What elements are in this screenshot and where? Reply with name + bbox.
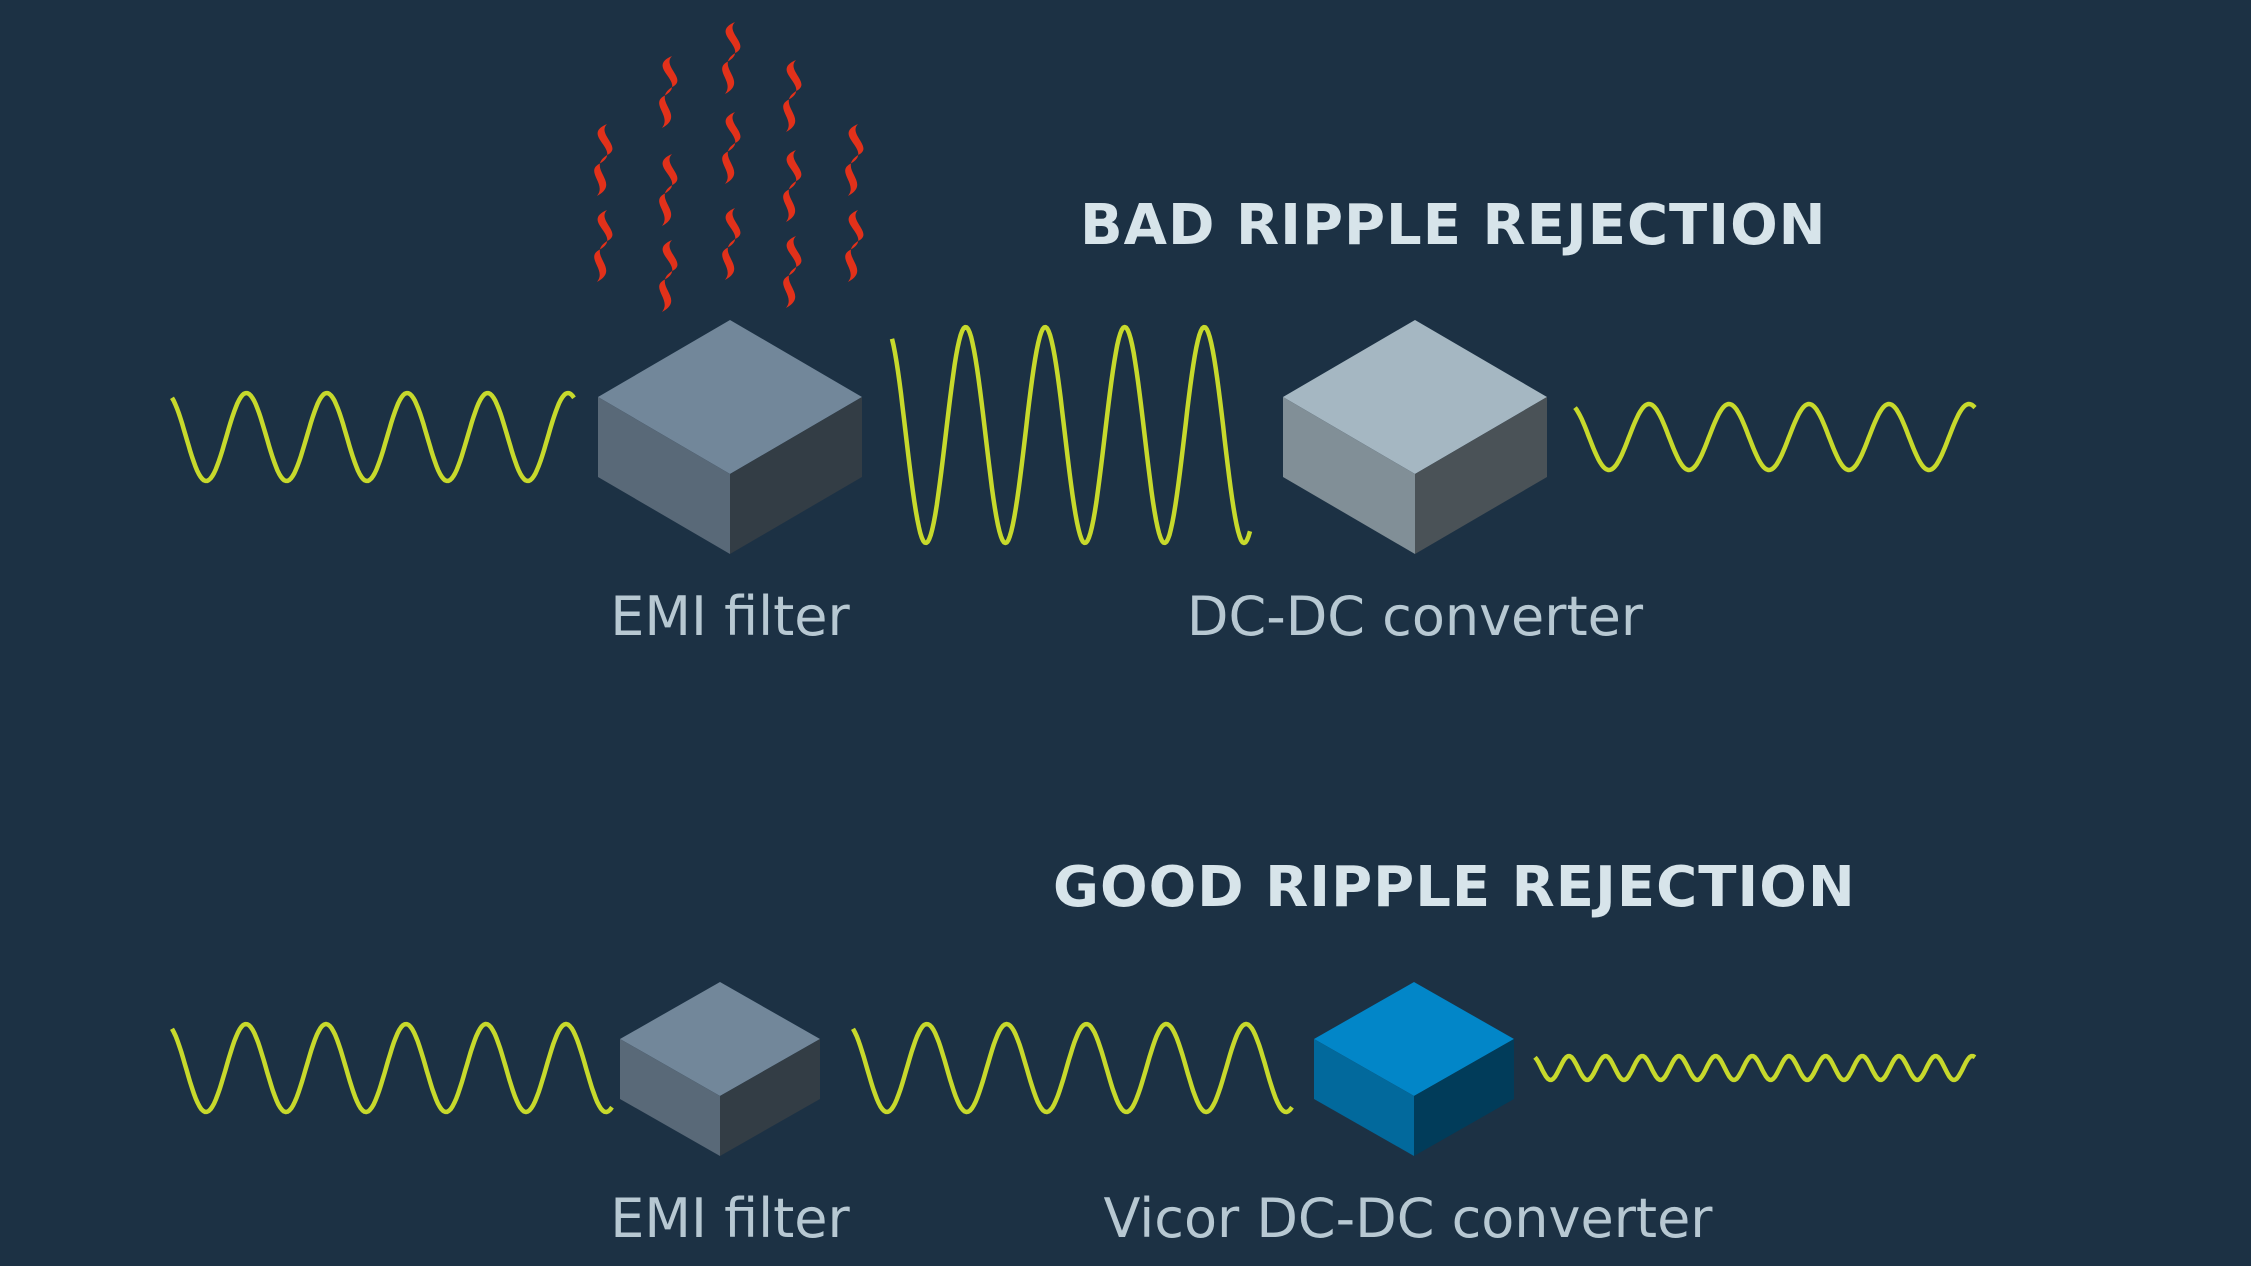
emi-filter-label: EMI filter bbox=[610, 585, 850, 648]
emi-filter-label: EMI filter bbox=[610, 1187, 850, 1250]
bad-ripple-title: BAD RIPPLE REJECTION bbox=[1080, 193, 1827, 258]
heat-wave-icon bbox=[783, 150, 802, 222]
ripple-waves bbox=[170, 324, 1977, 1115]
heat-icons bbox=[594, 22, 864, 312]
vicor-dc-dc-converter-box-icon bbox=[1314, 982, 1514, 1156]
heat-wave-icon bbox=[722, 22, 741, 94]
input-ripple-wave bbox=[170, 1021, 614, 1115]
heat-wave-icon bbox=[783, 236, 802, 308]
emi-filter-box-icon bbox=[620, 982, 820, 1156]
heat-wave-icon bbox=[659, 56, 678, 128]
heat-wave-icon bbox=[594, 124, 613, 196]
good-ripple-title: GOOD RIPPLE REJECTION bbox=[1053, 855, 1856, 920]
component-boxes bbox=[598, 320, 1547, 1156]
filter-output-ripple-wave bbox=[851, 1021, 1294, 1115]
heat-wave-icon bbox=[783, 60, 802, 132]
vicor-dc-dc-converter-label: Vicor DC-DC converter bbox=[1103, 1187, 1713, 1250]
emi-filter-box-icon bbox=[598, 320, 862, 554]
heat-wave-icon bbox=[659, 240, 678, 312]
dc-dc-converter-label: DC-DC converter bbox=[1186, 585, 1644, 648]
dc-dc-converter-box-icon bbox=[1283, 320, 1547, 554]
input-ripple-wave bbox=[170, 390, 576, 484]
filter-output-ripple-wave bbox=[889, 324, 1253, 546]
heat-wave-icon bbox=[659, 154, 678, 226]
heat-wave-icon bbox=[722, 208, 741, 280]
converter-output-ripple-wave bbox=[1573, 401, 1977, 473]
converter-output-ripple-wave bbox=[1533, 1053, 1977, 1083]
heat-wave-icon bbox=[722, 112, 741, 184]
heat-wave-icon bbox=[845, 210, 864, 282]
heat-wave-icon bbox=[594, 210, 613, 282]
heat-wave-icon bbox=[845, 124, 864, 196]
